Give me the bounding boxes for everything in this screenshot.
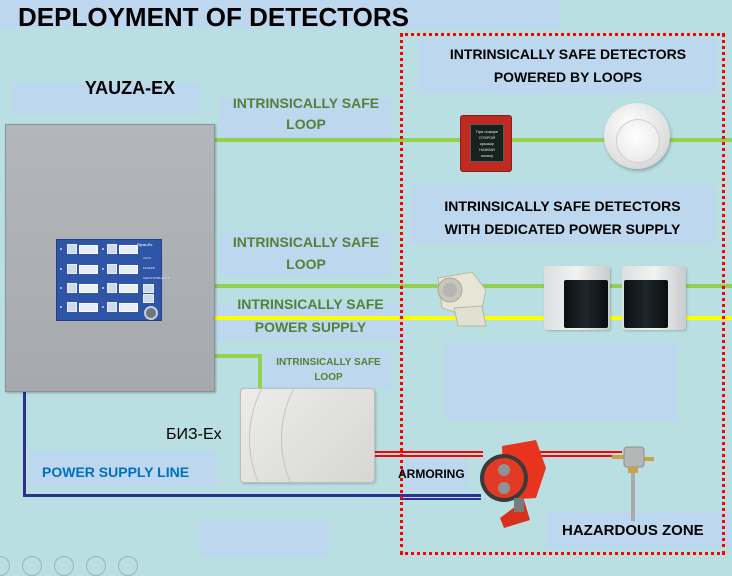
loop-3-line-h (213, 354, 262, 358)
smoke-detector-icon[interactable] (604, 103, 670, 169)
key-switch[interactable] (144, 306, 158, 320)
loop-2-label-box (220, 233, 392, 275)
indicator-reserve: РЕЗЕРВ (143, 266, 155, 270)
flame-detector-icon[interactable] (432, 268, 492, 328)
zone-button-8[interactable] (107, 302, 117, 312)
armored-line-2 (373, 455, 483, 457)
hazardous-zone-boundary (400, 33, 725, 555)
power-supply-line-label: POWER SUPPLY LINE (42, 464, 190, 480)
zone-button-1[interactable] (67, 244, 77, 254)
hazardous-zone-label: HAZARDOUS ZONE (562, 522, 704, 539)
controller-front-panel[interactable]: Яуза-Ех СЕТЬ РЕЗЕРВ НЕИСПРАВНОСТЬ (56, 239, 170, 321)
supply-line-armored-2 (400, 498, 481, 500)
panel-brand: Яуза-Ех (137, 242, 153, 247)
empty-footer-box (199, 521, 329, 557)
zone-button-6[interactable] (107, 264, 117, 274)
thermal-probe-icon[interactable] (612, 445, 656, 521)
zone-button-3[interactable] (67, 283, 77, 293)
dedicated-power-group-label: INTRINSICALLY SAFE DETECTORS WITH DEDICA… (444, 198, 681, 237)
loop-3-label-box (265, 352, 392, 388)
manual-call-point-icon[interactable]: При пожаре ОТКРОЙ крышку НАЖМИ кнопку (460, 115, 512, 172)
dedicated-power-group-box (410, 185, 715, 243)
zone-button-2[interactable] (67, 264, 77, 274)
panel-button-a[interactable] (143, 284, 154, 293)
title-band (0, 0, 560, 28)
loop-powered-group-label: INTRINSICALLY SAFE DETECTORS POWERED BY … (449, 46, 687, 85)
controller-label-box (12, 84, 199, 114)
panel-button-b[interactable] (143, 294, 154, 303)
loop-powered-group-box (418, 38, 718, 94)
indicator-power: СЕТЬ (143, 256, 151, 260)
armoring-label: ARMORING (398, 467, 465, 481)
loop-1-label: INTRINSICALLY SAFE LOOP (232, 95, 380, 132)
zone-button-4[interactable] (67, 302, 77, 312)
indicator-fault: НЕИСПРАВНОСТЬ (143, 276, 170, 280)
page-title: DEPLOYMENT OF DETECTORS (18, 2, 409, 32)
hazardous-zone-label-box (546, 512, 732, 548)
zone-button-5[interactable] (107, 244, 117, 254)
supply-line-vertical (23, 390, 26, 497)
loop-3-label: INTRINSICALLY SAFE LOOP (276, 357, 381, 383)
power-supply-label-box (217, 304, 404, 340)
supply-line-horizontal (23, 494, 481, 497)
intrinsic-safety-barrier-unit[interactable] (240, 388, 375, 483)
power-supply-label: INTRINSICALLY SAFE POWER SUPPLY (237, 296, 384, 335)
footer-icons (0, 556, 140, 576)
empty-label-box (445, 343, 677, 421)
beam-detector-transmitter-icon[interactable] (544, 266, 610, 330)
loop-3-line-v (258, 354, 262, 390)
explosion-proof-flame-detector-icon[interactable] (474, 438, 554, 528)
loop-2-label: INTRINSICALLY SAFE LOOP (232, 234, 380, 272)
armored-line-3 (540, 451, 622, 453)
barrier-label: БИЗ-Ех (166, 426, 222, 443)
armored-line-1 (373, 451, 483, 453)
armoring-label-box (405, 458, 467, 490)
controller-name: YAUZA-EX (84, 78, 176, 98)
loop-1-label-box (220, 98, 392, 138)
zone-button-7[interactable] (107, 283, 117, 293)
beam-detector-receiver-icon[interactable] (622, 266, 686, 330)
power-supply-line-label-box (29, 451, 216, 487)
armored-line-4 (540, 455, 622, 457)
